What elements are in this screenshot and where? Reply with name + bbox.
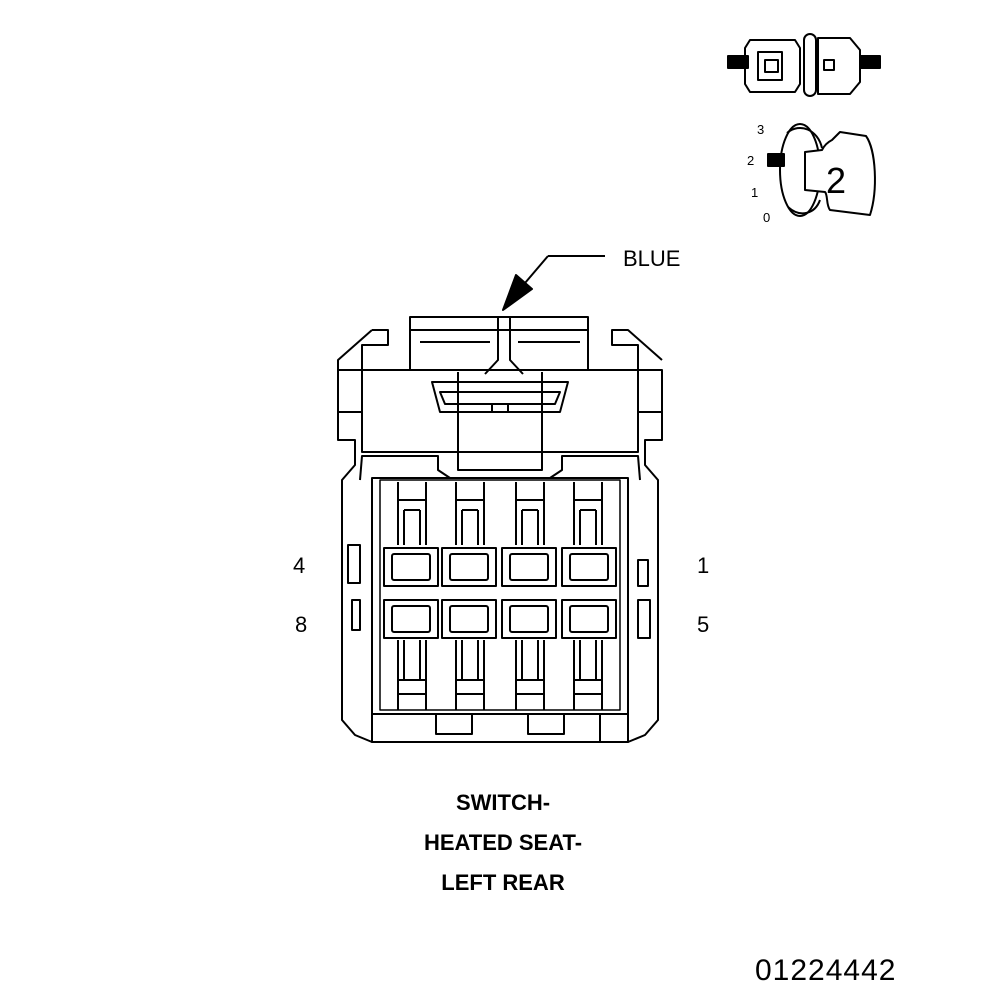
pin-label-1: 1 (697, 553, 710, 578)
position-value: 2 (826, 160, 847, 201)
scale-label-1: 1 (751, 185, 759, 200)
cavity-6 (501, 599, 557, 639)
scale-label-2: 2 (747, 153, 755, 168)
lower-stems (397, 640, 603, 710)
upper-stems (397, 482, 603, 545)
connector-color-label: BLUE (623, 246, 681, 271)
cavity-8 (383, 599, 439, 639)
caption-line-1: SWITCH- (455, 790, 551, 815)
cavity-4 (383, 547, 439, 587)
caption-line-2: HEATED SEAT- (423, 830, 583, 855)
position-indicator-icon (767, 123, 876, 217)
cavity-2 (501, 547, 557, 587)
pin-label-8: 8 (295, 612, 308, 637)
terminal-cavities (383, 482, 617, 710)
caption-line-3: LEFT REAR (441, 870, 565, 895)
cavity-5 (561, 599, 617, 639)
pin-label-5: 5 (697, 612, 710, 637)
scale-label-3: 3 (757, 122, 765, 137)
color-leader-arrow (502, 255, 605, 311)
connector-body (337, 316, 663, 743)
mated-connector-icon (727, 33, 881, 97)
cavity-1 (561, 547, 617, 587)
cavity-7 (441, 599, 497, 639)
pin-label-4: 4 (293, 553, 306, 578)
document-number: 01224442 (755, 954, 897, 987)
cavity-3 (441, 547, 497, 587)
scale-label-0: 0 (763, 210, 771, 225)
